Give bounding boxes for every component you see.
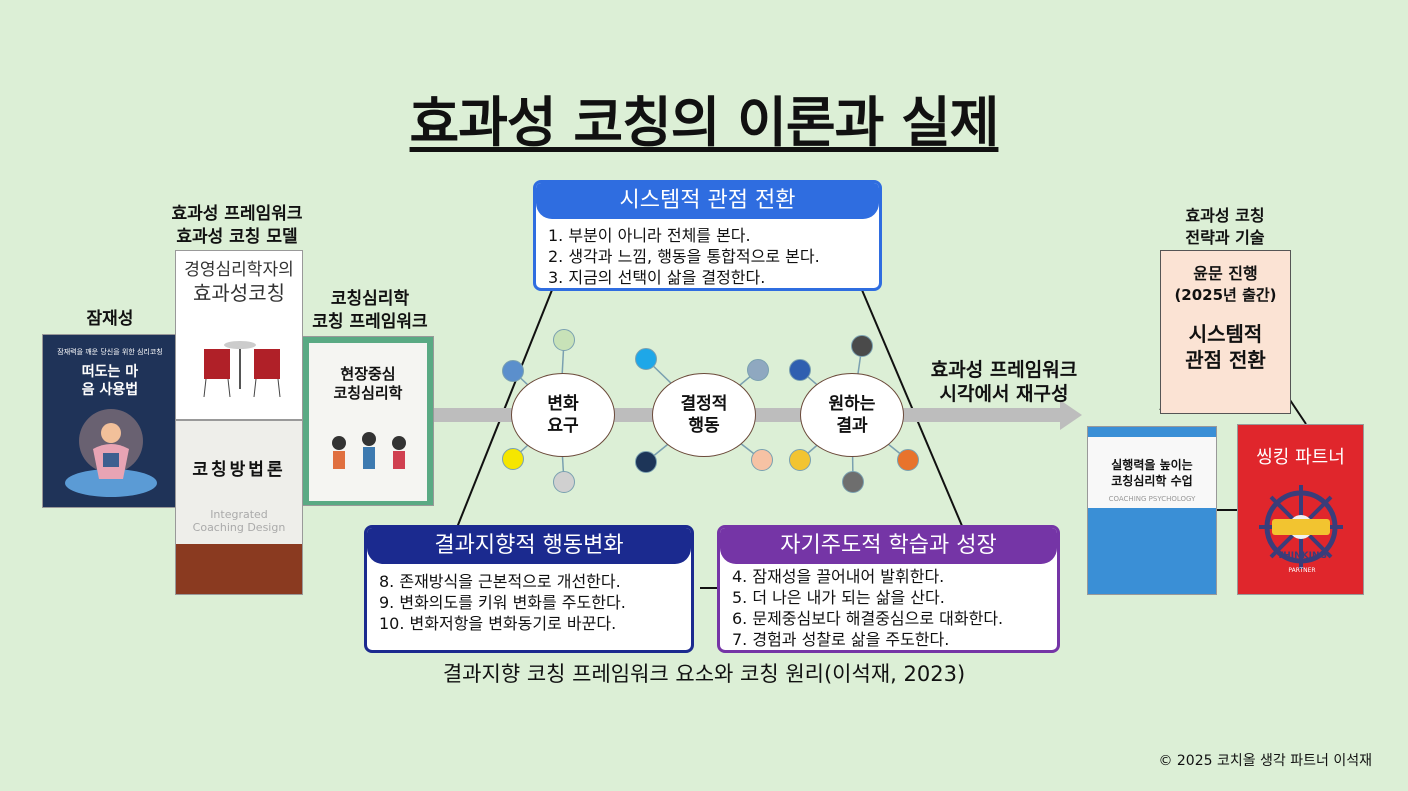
execution-cover-band (1088, 508, 1216, 594)
book-cover-framework: 경영심리학자의 효과성코칭 (175, 250, 303, 420)
strategy-caption-line1: 효과성 코칭 (1185, 206, 1265, 225)
growth-item: 7. 경험과 성찰로 삶을 주도한다. (732, 630, 950, 649)
decorative-dot (789, 359, 811, 381)
growth-box-header: 자기주도적 학습과 성장 (720, 528, 1057, 564)
result-item: 9. 변화의도를 키워 변화를 주도한다. (379, 593, 626, 612)
psychology-caption-line2: 코칭 프레임워크 (312, 312, 428, 332)
framework-caption-line2: 효과성 코칭 모델 (176, 227, 298, 247)
methodology-cover-subtitle: Integrated Coaching Design (176, 508, 302, 534)
book-cover-potential: 잠재력을 깨운 당신을 위한 심리코칭 떠도는 마음 사용법 (42, 334, 178, 508)
meditating-figure-illustration (65, 409, 157, 497)
decorative-dot (747, 359, 769, 381)
execution-cover-title: 실행력을 높이는 코칭심리학 수업 (1088, 457, 1216, 489)
growth-box-list: 4. 잠재성을 끌어내어 발휘한다. 5. 더 나은 내가 되는 삶을 산다. … (720, 564, 1057, 650)
decorative-dot (635, 348, 657, 370)
framework-cover-title-line2: 효과성코칭 (193, 281, 285, 305)
decorative-dot (897, 449, 919, 471)
upcoming-title-line2: 관점 전환 (1185, 348, 1266, 372)
systems-item: 1. 부분이 아니라 전체를 본다. (548, 226, 751, 245)
ship-wheel-icon (1259, 485, 1343, 569)
growth-box: 자기주도적 학습과 성장 4. 잠재성을 끌어내어 발휘한다. 5. 더 나은 … (717, 525, 1060, 653)
thinking-partner-badge-sub: PARTNER (1288, 567, 1316, 574)
execution-cover-title-line2: 코칭심리학 수업 (1111, 474, 1193, 488)
psychology-caption: 코칭심리학 코칭 프레임워크 (296, 288, 444, 334)
psychology-cover-title-line1: 현장중심 (340, 365, 396, 383)
page-title: 효과성 코칭의 이론과 실제 (409, 91, 1000, 154)
result-item: 8. 존재방식을 근본적으로 개선한다. (379, 572, 621, 591)
upcoming-title: 시스템적 관점 전환 (1161, 321, 1290, 373)
methodology-subtitle-line1: Integrated (210, 508, 268, 521)
upcoming-right-connector (1289, 399, 1307, 425)
psychology-caption-line1: 코칭심리학 (330, 289, 410, 309)
strategy-caption: 효과성 코칭 전략과 기술 (1150, 205, 1300, 249)
execution-cover-stripe (1088, 427, 1216, 437)
result-box-list: 8. 존재방식을 근본적으로 개선한다. 9. 변화의도를 키워 변화를 주도한… (367, 564, 691, 634)
upcoming-book-box: 윤문 진행 (2025년 출간) 시스템적 관점 전환 (1160, 250, 1291, 414)
potential-cover-tagline: 잠재력을 깨운 당신을 위한 심리코칭 (57, 348, 163, 356)
decorative-dot (851, 335, 873, 357)
decorative-dot (502, 448, 524, 470)
growth-item: 6. 문제중심보다 해결중심으로 대화한다. (732, 609, 1004, 628)
framework-cover-title-line1: 경영심리학자의 (184, 260, 294, 280)
chairs-illustration (203, 341, 281, 398)
book-cover-methodology: 코칭방법론 Integrated Coaching Design (175, 420, 303, 595)
node-label-line2: 요구 (547, 416, 579, 436)
node-label-line2: 결과 (836, 416, 868, 436)
copyright-notice: © 2025 코치올 생각 파트너 이석재 (1158, 753, 1372, 769)
result-box-header: 결과지향적 행동변화 (367, 528, 691, 564)
upcoming-status: 윤문 진행 (1193, 264, 1258, 283)
thinking-partner-cover-title: 씽킹 파트너 (1256, 447, 1345, 468)
decorative-dot (842, 471, 864, 493)
result-box: 결과지향적 행동변화 8. 존재방식을 근본적으로 개선한다. 9. 변화의도를… (364, 525, 694, 653)
decorative-dot (502, 360, 524, 382)
framework-caption: 효과성 프레임워크 효과성 코칭 모델 (150, 203, 324, 249)
diagram-footnote: 결과지향 코칭 프레임워크 요소와 코칭 원리(이석재, 2023) (442, 662, 966, 686)
node-label-line1: 결정적 (680, 394, 728, 414)
node-label-line1: 원하는 (828, 394, 876, 414)
decorative-dot (789, 449, 811, 471)
growth-item: 5. 더 나은 내가 되는 삶을 산다. (732, 588, 945, 607)
node-label-line2: 행동 (688, 416, 720, 436)
psychology-cover-title-line2: 코칭심리학 (333, 384, 403, 402)
upcoming-publish-year: (2025년 출간) (1174, 286, 1277, 304)
execution-cover-title-line1: 실행력을 높이는 (1111, 458, 1193, 472)
potential-caption: 잠재성 (86, 309, 134, 329)
reframe-label-line1: 효과성 프레임워크 (930, 359, 1078, 381)
methodology-cover-band (176, 544, 302, 594)
decorative-dot (553, 329, 575, 351)
systems-box-header: 시스템적 관점 전환 (536, 183, 879, 219)
systems-box-list: 1. 부분이 아니라 전체를 본다. 2. 생각과 느낌, 행동을 통합적으로 … (536, 219, 879, 288)
result-item: 10. 변화저항을 변화동기로 바꾼다. (379, 614, 617, 633)
systems-item: 3. 지금의 선택이 삶을 결정한다. (548, 268, 766, 287)
execution-cover-subtitle: COACHING PSYCHOLOGY (1108, 495, 1196, 503)
decorative-dot (553, 471, 575, 493)
thinking-partner-badge: THINKING (1277, 551, 1327, 561)
decorative-dot (635, 451, 657, 473)
book-cover-thinking-partner: 씽킹 파트너 THINKING PARTNER (1237, 424, 1364, 595)
flow-arrow-head (1060, 400, 1082, 430)
systems-item: 2. 생각과 느낌, 행동을 통합적으로 본다. (548, 247, 820, 266)
reframe-label-line2: 시각에서 재구성 (939, 383, 1069, 405)
growth-item: 4. 잠재성을 끌어내어 발휘한다. (732, 567, 945, 586)
book-cover-psychology: 현장중심 코칭심리학 (302, 336, 434, 506)
systems-box: 시스템적 관점 전환 1. 부분이 아니라 전체를 본다. 2. 생각과 느낌,… (533, 180, 882, 291)
methodology-subtitle-line2: Coaching Design (192, 521, 286, 534)
psychology-cover-title: 현장중심 코칭심리학 (309, 365, 427, 403)
potential-cover-title: 떠도는 마음 사용법 (81, 364, 139, 398)
framework-caption-line1: 효과성 프레임워크 (171, 204, 303, 224)
node-label-line1: 변화 (547, 394, 579, 414)
methodology-cover-title: 코칭방법론 (192, 460, 286, 480)
book-cover-execution: 실행력을 높이는 코칭심리학 수업 COACHING PSYCHOLOGY (1087, 426, 1217, 595)
reframe-label: 효과성 프레임워크 시각에서 재구성 (908, 358, 1100, 406)
decorative-dot (751, 449, 773, 471)
upcoming-title-line1: 시스템적 (1188, 322, 1263, 346)
strategy-caption-line2: 전략과 기술 (1185, 228, 1265, 247)
people-illustration (332, 432, 406, 469)
